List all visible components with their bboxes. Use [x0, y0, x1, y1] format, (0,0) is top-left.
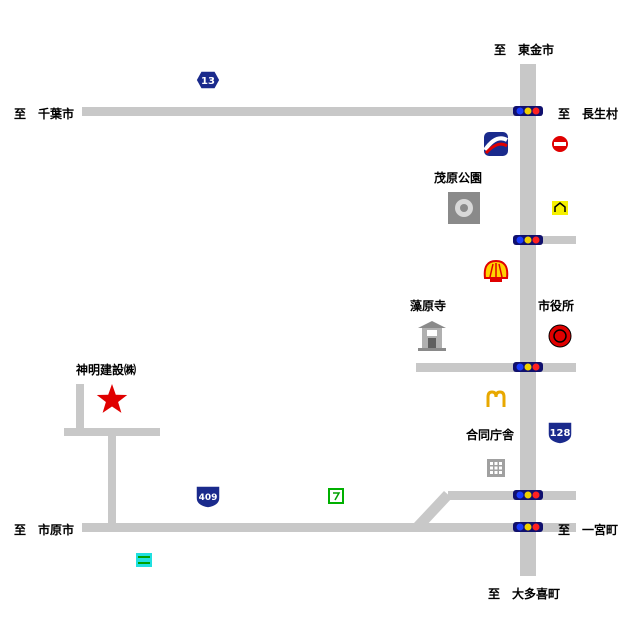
traffic-light-icon — [513, 522, 543, 532]
post-office-icon — [552, 136, 568, 152]
road-company-down — [108, 432, 116, 528]
road-upper-branch — [448, 491, 576, 500]
city-hall-label: 市役所 — [538, 299, 575, 313]
convenience-store-icon — [552, 201, 568, 215]
temple-icon — [418, 321, 446, 351]
road-ichihara — [82, 523, 542, 532]
route-13-label: 13 — [201, 76, 215, 87]
traffic-light-icon — [513, 106, 543, 116]
red-star-icon — [96, 384, 128, 413]
route-shield-13: 13 — [195, 70, 221, 90]
route-shield-409: 409 — [195, 485, 221, 509]
temple-label: 藻原寺 — [410, 299, 447, 313]
direction-label-ichihara: 至 市原市 — [14, 523, 75, 537]
route-128-label: 128 — [550, 428, 571, 439]
road-chiba — [82, 107, 542, 116]
road-ichinomiya — [536, 523, 576, 532]
direction-label-north: 至 東金市 — [494, 43, 555, 57]
traffic-lights — [513, 106, 543, 532]
shell-gas-station-icon — [483, 259, 509, 282]
main-vertical-road — [520, 64, 536, 576]
traffic-light-icon — [513, 235, 543, 245]
route-409-label: 409 — [199, 493, 218, 503]
park-label: 茂原公園 — [434, 171, 483, 185]
direction-label-ichinomiya: 至 一宮町 — [558, 523, 619, 537]
road-park-branch — [536, 236, 576, 244]
roads — [64, 64, 576, 576]
direction-label-chiba: 至 千葉市 — [14, 107, 75, 121]
seven-eleven-icon — [328, 488, 344, 504]
company-label: 神明建設㈱ — [76, 363, 137, 377]
gov-office-label: 合同庁舎 — [466, 428, 515, 442]
traffic-light-icon — [513, 362, 543, 372]
bank-icon — [136, 553, 152, 567]
road-diagonal — [414, 491, 452, 528]
traffic-light-icon — [513, 490, 543, 500]
direction-label-chousei: 至 長生村 — [558, 107, 619, 121]
building-icon — [487, 459, 505, 477]
route-shield-128: 128 — [547, 421, 573, 445]
direction-label-south: 至 大多喜町 — [488, 587, 561, 601]
bank-icon — [483, 132, 508, 156]
park-icon — [448, 192, 480, 224]
road-company-vertical — [76, 384, 84, 432]
road-temple — [416, 363, 576, 372]
city-hall-icon — [548, 324, 572, 348]
mcdonalds-icon — [486, 390, 506, 407]
